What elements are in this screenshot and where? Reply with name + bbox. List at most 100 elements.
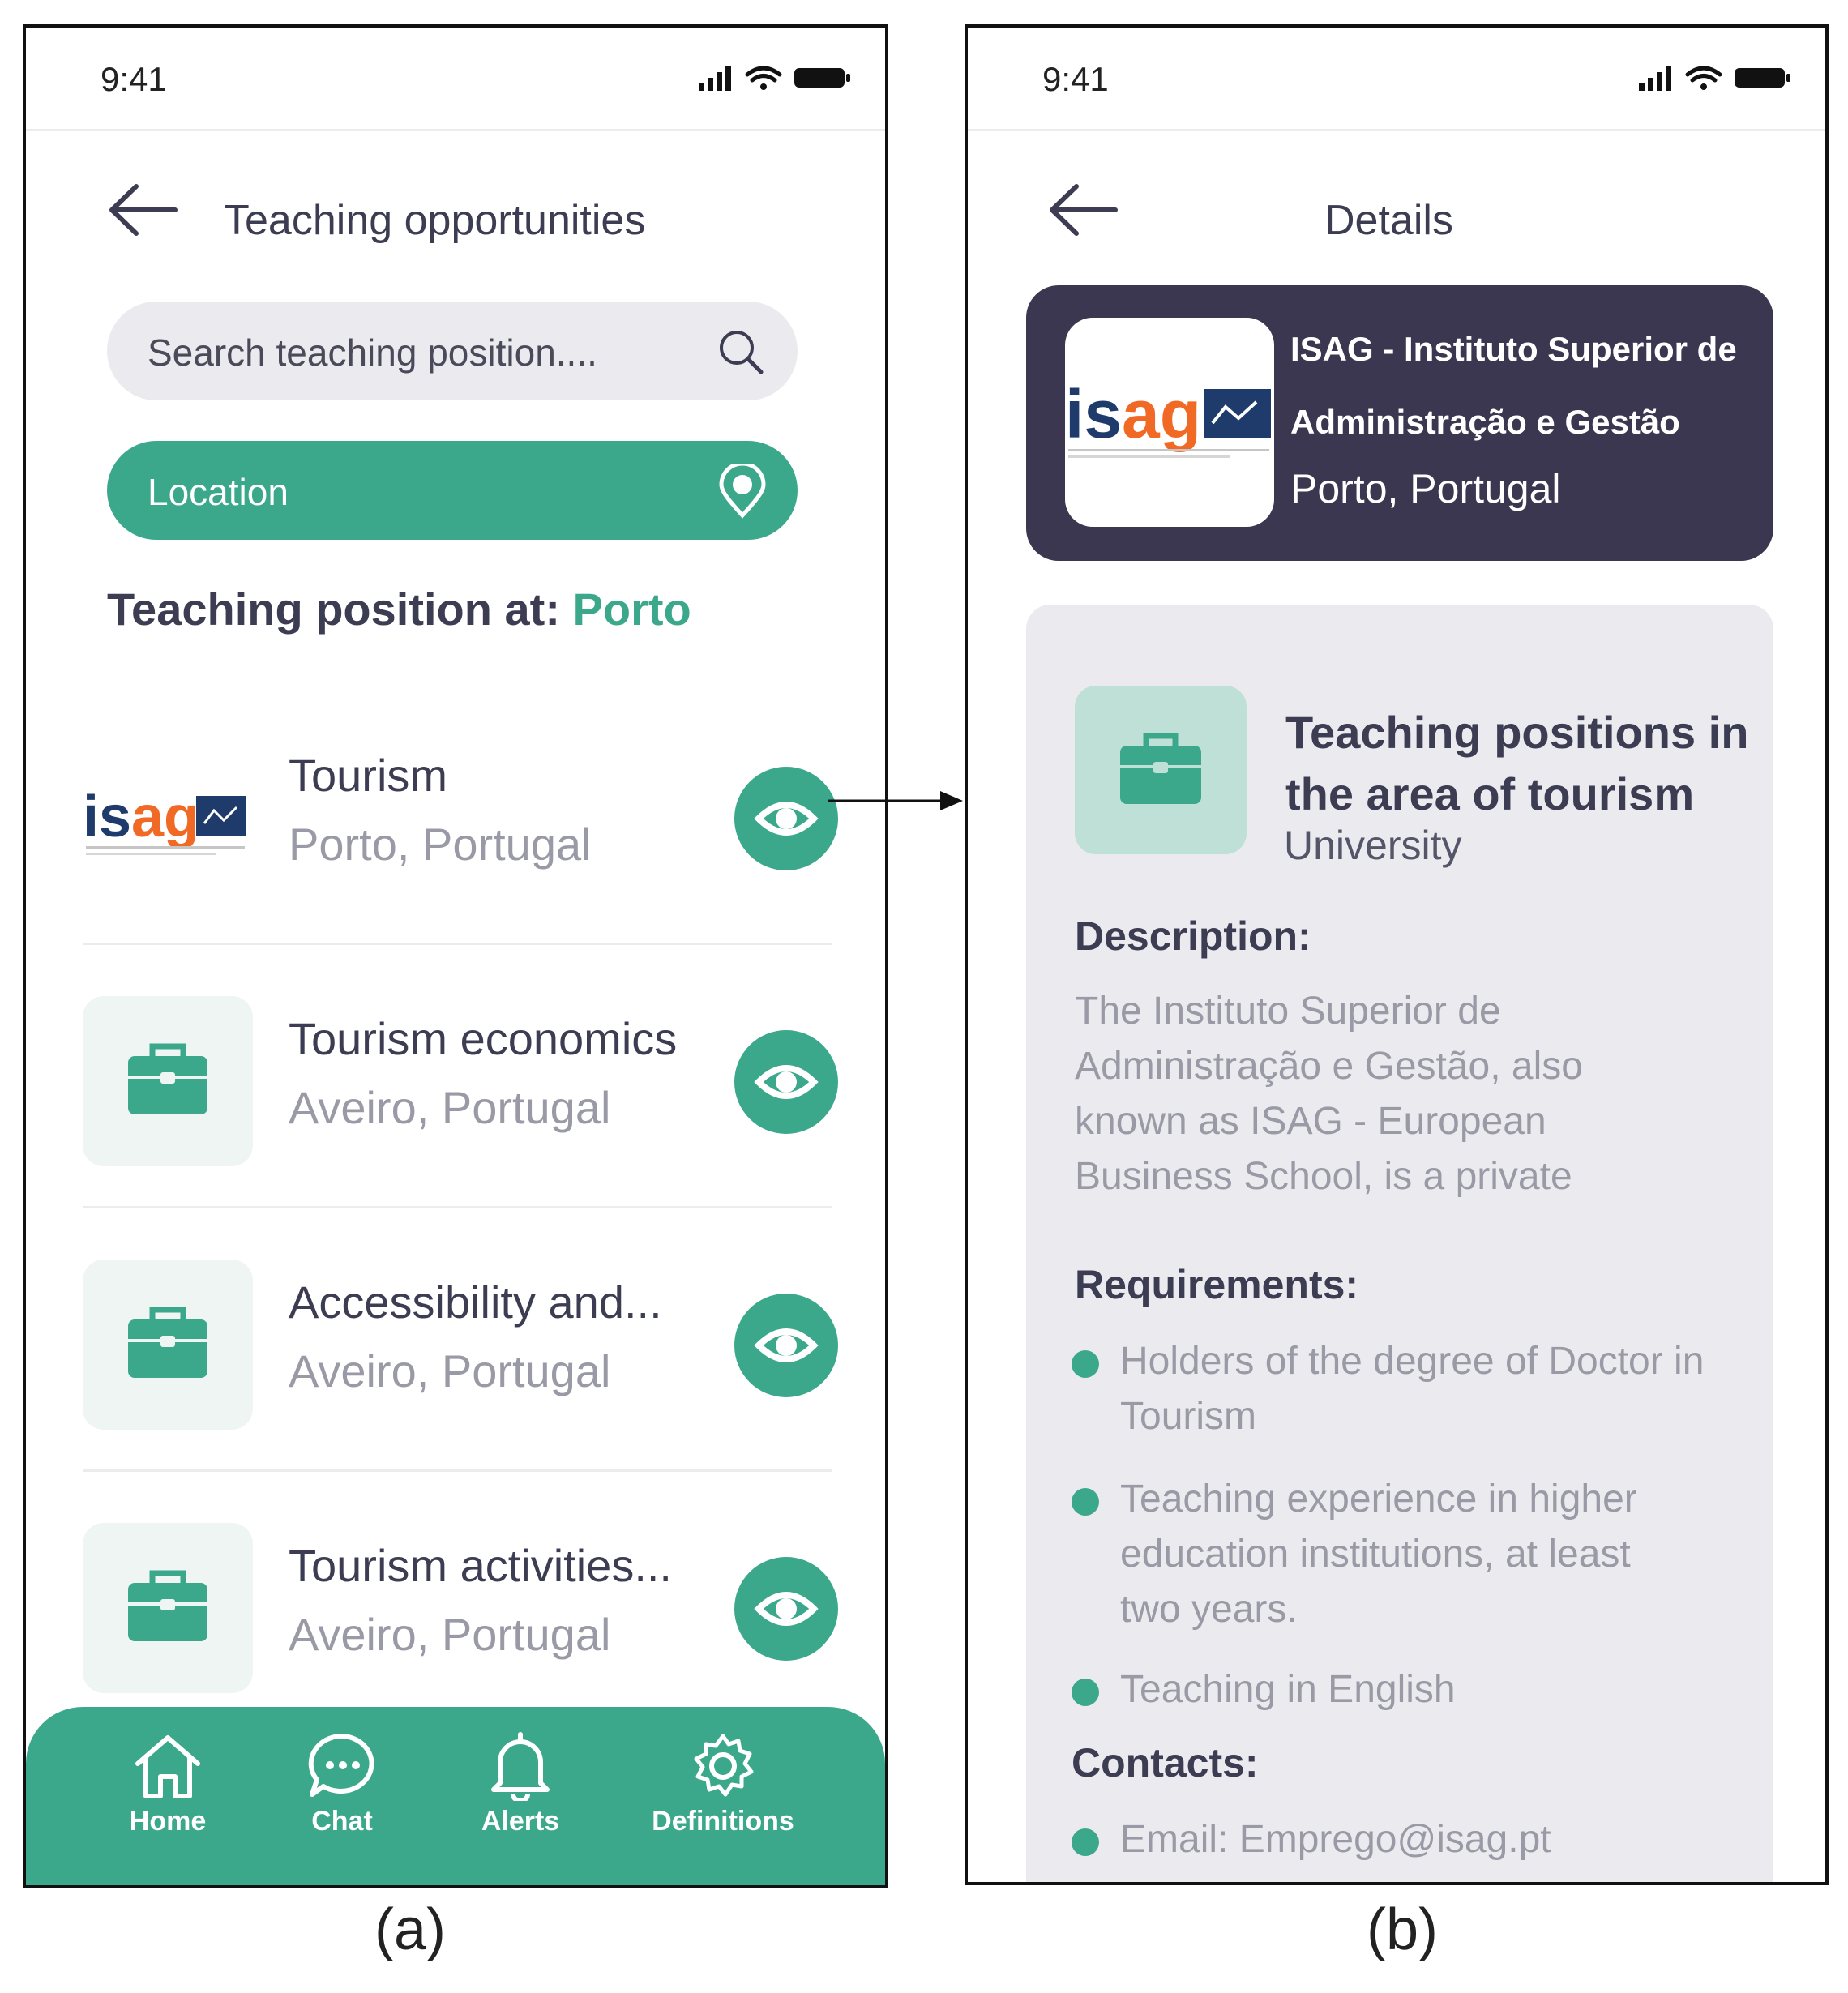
view-button[interactable] bbox=[734, 1030, 838, 1134]
wifi-icon bbox=[745, 66, 782, 90]
status-time: 9:41 bbox=[101, 60, 167, 98]
item-title: Tourism bbox=[289, 750, 448, 801]
location-pin-icon bbox=[719, 464, 766, 519]
status-bar: 9:41 bbox=[968, 28, 1825, 131]
tab-home-label: Home bbox=[129, 1806, 207, 1837]
location-button[interactable]: Location bbox=[107, 441, 798, 540]
battery-icon bbox=[1735, 68, 1790, 88]
list-item[interactable]: i s ag Tourism Porto, Portugal bbox=[83, 684, 838, 945]
svg-text:s: s bbox=[99, 785, 131, 849]
eye-icon bbox=[754, 1065, 819, 1099]
tab-alerts-label: Alerts bbox=[481, 1806, 560, 1837]
status-icons bbox=[699, 63, 853, 92]
bullet-dot bbox=[1072, 1488, 1099, 1516]
tab-chat-label: Chat bbox=[311, 1806, 373, 1837]
search-placeholder: Search teaching position.... bbox=[148, 331, 597, 374]
tab-home[interactable]: Home bbox=[115, 1731, 220, 1837]
contacts-label: Contacts: bbox=[1072, 1740, 1259, 1786]
organization-location: Porto, Portugal bbox=[1290, 466, 1561, 511]
chat-icon bbox=[308, 1733, 374, 1797]
connector-arrow bbox=[828, 791, 963, 810]
list-item[interactable]: Tourism economics Aveiro, Portugal bbox=[83, 947, 838, 1208]
bullet-dot bbox=[1072, 1350, 1099, 1378]
home-icon bbox=[135, 1735, 200, 1798]
search-icon[interactable] bbox=[717, 327, 765, 376]
briefcase-icon bbox=[1120, 733, 1201, 804]
requirement-item: Holders of the degree of Doctor in Touri… bbox=[1072, 1334, 1736, 1448]
item-location: Porto, Portugal bbox=[289, 819, 592, 870]
bottom-tab-bar: Home Chat Alerts Definitions bbox=[26, 1707, 885, 1885]
back-button[interactable] bbox=[1047, 182, 1120, 238]
eye-icon bbox=[754, 1592, 819, 1626]
bullet-dot bbox=[1072, 1828, 1099, 1856]
bullet-dot bbox=[1072, 1679, 1099, 1706]
tab-definitions-label: Definitions bbox=[652, 1806, 794, 1837]
status-bar: 9:41 bbox=[26, 28, 885, 131]
location-label: Location bbox=[148, 471, 289, 513]
item-title: Accessibility and... bbox=[289, 1277, 662, 1328]
list-item[interactable]: Accessibility and... Aveiro, Portugal bbox=[83, 1211, 838, 1472]
search-input[interactable]: Search teaching position.... bbox=[107, 302, 798, 400]
wifi-icon bbox=[1685, 66, 1722, 90]
briefcase-thumb bbox=[1075, 686, 1247, 854]
phone-screen-list: 9:41 Teachin bbox=[23, 24, 888, 1888]
eye-icon bbox=[754, 1328, 819, 1362]
briefcase-thumb bbox=[83, 996, 253, 1166]
requirement-item: Teaching in English bbox=[1072, 1662, 1736, 1719]
position-title: Teaching positions in the area of touris… bbox=[1285, 707, 1749, 819]
tab-definitions[interactable]: Definitions bbox=[642, 1731, 804, 1837]
description-text: The Instituto Superior de Administração … bbox=[1075, 990, 1583, 1198]
requirement-item: Teaching experience in higher education … bbox=[1072, 1472, 1736, 1642]
tab-chat[interactable]: Chat bbox=[293, 1731, 391, 1837]
divider bbox=[83, 943, 832, 945]
battery-icon bbox=[794, 68, 850, 88]
arrow-left-icon bbox=[1050, 184, 1118, 236]
item-title: Tourism activities... bbox=[289, 1540, 672, 1591]
briefcase-thumb bbox=[83, 1523, 253, 1693]
item-location: Aveiro, Portugal bbox=[289, 1609, 611, 1660]
requirement-text: Holders of the degree of Doctor in Touri… bbox=[1120, 1340, 1705, 1438]
section-heading: Teaching position at: Porto bbox=[107, 583, 691, 635]
requirements-label: Requirements: bbox=[1075, 1262, 1359, 1307]
item-title: Tourism economics bbox=[289, 1013, 678, 1064]
briefcase-icon bbox=[128, 1307, 207, 1378]
svg-text:i: i bbox=[83, 785, 99, 849]
divider bbox=[83, 1469, 832, 1472]
status-icons bbox=[1639, 63, 1793, 92]
section-heading-city: Porto bbox=[572, 584, 691, 635]
back-button[interactable] bbox=[107, 182, 180, 238]
caption-a: (a) bbox=[374, 1897, 446, 1962]
item-location: Aveiro, Portugal bbox=[289, 1345, 611, 1396]
caption-b: (b) bbox=[1367, 1897, 1438, 1962]
contact-item[interactable]: Email: Emprego@isag.pt bbox=[1072, 1812, 1736, 1869]
view-button[interactable] bbox=[734, 1294, 838, 1397]
isag-logo: i s ag bbox=[83, 733, 253, 903]
view-button[interactable] bbox=[734, 767, 838, 870]
eye-icon bbox=[754, 802, 819, 836]
svg-text:ag: ag bbox=[131, 785, 199, 849]
header: Details bbox=[968, 165, 1825, 254]
organization-name: ISAG - Instituto Superior de Administraç… bbox=[1290, 330, 1737, 441]
phone-screen-details: 9:41 Details bbox=[965, 24, 1829, 1885]
gear-icon bbox=[694, 1734, 754, 1797]
organization-card: is ag ISAG - Instituto Superior de Admin… bbox=[1026, 285, 1773, 561]
position-detail-card: Teaching positions in the area of touris… bbox=[1026, 605, 1773, 1882]
svg-text:ag: ag bbox=[1122, 376, 1201, 452]
briefcase-thumb bbox=[83, 1260, 253, 1430]
svg-text:is: is bbox=[1065, 376, 1122, 452]
section-heading-prefix: Teaching position at: bbox=[107, 584, 560, 635]
view-button[interactable] bbox=[734, 1557, 838, 1661]
bell-icon bbox=[491, 1732, 550, 1801]
briefcase-icon bbox=[128, 1043, 207, 1114]
tab-alerts[interactable]: Alerts bbox=[468, 1731, 573, 1837]
contact-email[interactable]: Email: Emprego@isag.pt bbox=[1120, 1818, 1551, 1861]
briefcase-icon bbox=[128, 1570, 207, 1641]
page-title: Details bbox=[1324, 197, 1453, 244]
list-item[interactable]: Tourism activities... Aveiro, Portugal bbox=[83, 1474, 838, 1735]
item-location: Aveiro, Portugal bbox=[289, 1082, 611, 1133]
page-title: Teaching opportunities bbox=[224, 197, 646, 244]
status-time: 9:41 bbox=[1042, 60, 1109, 98]
arrow-left-icon bbox=[109, 184, 178, 236]
header: Teaching opportunities bbox=[26, 165, 885, 254]
description-label: Description: bbox=[1075, 913, 1311, 959]
